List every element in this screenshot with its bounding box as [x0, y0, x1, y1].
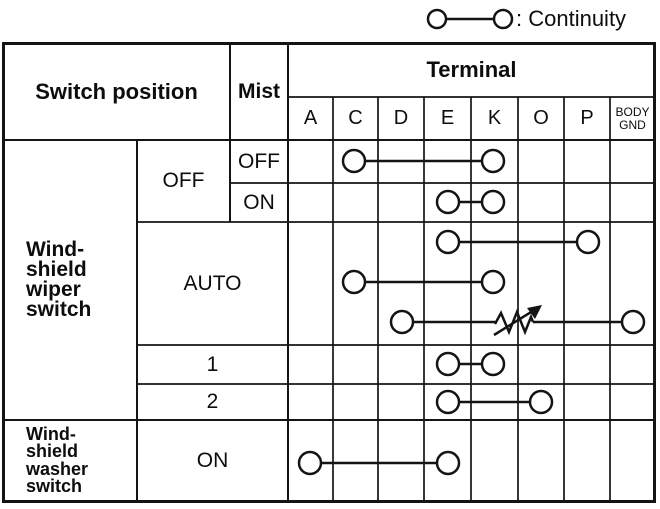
header-terminal: Terminal [426, 57, 517, 82]
continuity-terminal-circle [435, 389, 461, 415]
continuity-connections [297, 148, 646, 476]
group-washer-switch-label: Wind- shield washer switch [26, 423, 89, 496]
continuity-terminal-circle [620, 309, 646, 335]
terminal-col-e: E [440, 107, 455, 129]
position-2: 2 [206, 390, 219, 413]
legend-label: : Continuity [516, 6, 627, 31]
terminal-col-body-gnd: BODY GND [615, 104, 650, 132]
continuity-terminal-circle [480, 351, 506, 377]
header-switch-position: Switch position [35, 78, 198, 104]
continuity-terminal-circle [435, 229, 461, 255]
continuity-terminal-circle [389, 309, 415, 335]
continuity-terminal-circle [341, 269, 367, 295]
continuity-terminal-circle [435, 450, 461, 476]
continuity-terminal-circle [528, 389, 554, 415]
group-wiper-switch: Wind- shield wiper switch [3, 140, 137, 420]
terminal-col-d: D [393, 107, 409, 129]
position-auto: AUTO [183, 271, 242, 295]
terminal-col-k: K [487, 107, 502, 129]
terminal-col-c: C [348, 107, 363, 129]
continuity-terminal-circle [480, 269, 506, 295]
continuity-terminal-circle [297, 450, 323, 476]
continuity-terminal-circle [575, 229, 601, 255]
variable-resistor-arrow [493, 307, 537, 337]
terminal-col-p: P [580, 107, 594, 129]
position-off: OFF [162, 169, 205, 192]
table-grid [2, 42, 656, 503]
continuity-terminal-circle [480, 148, 506, 174]
mist-off: OFF [238, 149, 280, 173]
group-washer-switch: Wind- shield washer switch [3, 420, 137, 501]
continuity-terminal-circle [435, 351, 461, 377]
mist-on: ON [243, 190, 275, 214]
terminal-col-o: O [533, 107, 549, 129]
continuity-terminal-circle [341, 148, 367, 174]
position-1: 1 [206, 352, 219, 376]
continuity-terminal-circle [480, 189, 506, 215]
group-wiper-switch-label: Wind- shield wiper switch [26, 238, 92, 321]
variable-resistor-icon [493, 308, 535, 336]
header-mist: Mist [238, 79, 280, 103]
terminal-col-a: A [303, 107, 318, 129]
legend-continuity-icon [426, 8, 514, 30]
continuity-terminal-circle [435, 189, 461, 215]
washer-on: ON [196, 448, 229, 472]
